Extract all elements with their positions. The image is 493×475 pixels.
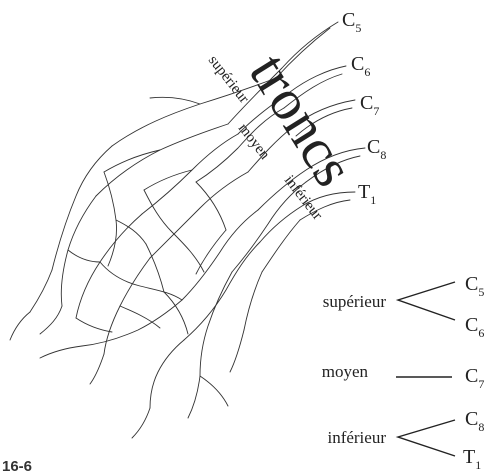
root-label-c5: C5 [342,9,361,35]
title-troncs: troncs [237,42,367,197]
legend-middle-root-1-letter: C [465,365,478,387]
legend-inferior-root-1-letter: C [465,408,478,430]
legend-inferior-trunk: inférieur [327,428,386,447]
legend-inferior-root-2-sub: 1 [475,458,481,472]
legend-inferior-root-1-sub: 8 [478,420,484,434]
legend-middle-trunk: moyen [322,362,369,381]
legend-superior-root-2: C6 [465,314,484,340]
legend-superior-root-1-letter: C [465,273,478,295]
root-t1-letter: T [358,181,370,203]
root-c7-sub: 7 [373,104,379,118]
root-c8-letter: C [367,136,380,158]
root-c5-sub: 5 [355,21,361,35]
legend-superior-root-2-sub: 6 [478,326,484,340]
legend-superior-trunk: supérieur [323,292,387,311]
root-c8-sub: 8 [380,148,386,162]
root-label-c6: C6 [351,53,370,79]
legend-inferior-root-2: T1 [463,446,481,472]
legend-middle-root-1: C7 [465,365,484,391]
legend-superior-root-1: C5 [465,273,484,299]
legend-middle: moyen C7 [322,362,485,391]
legend-superior-fork [398,282,455,320]
root-label-c8: C8 [367,136,386,162]
legend-superior-root-2-letter: C [465,314,478,336]
legend-inferior-fork [398,420,455,456]
root-c7-letter: C [360,92,373,114]
root-label-c7: C7 [360,92,379,118]
legend-middle-root-1-sub: 7 [478,377,484,391]
legend-inferior-root-2-letter: T [463,446,475,468]
legend-inferior-root-1: C8 [465,408,484,434]
root-label-t1: T1 [358,181,376,207]
legend-superior: supérieur C5 C6 [323,273,485,340]
trunk-label-middle: moyen [235,121,273,163]
root-t1-sub: 1 [370,193,376,207]
root-c5-letter: C [342,9,355,31]
root-c6-letter: C [351,53,364,75]
root-c6-sub: 6 [364,65,370,79]
legend-superior-root-1-sub: 5 [478,285,484,299]
legend-inferior: inférieur C8 T1 [327,408,484,472]
figure-number: 16-6 [2,458,32,475]
